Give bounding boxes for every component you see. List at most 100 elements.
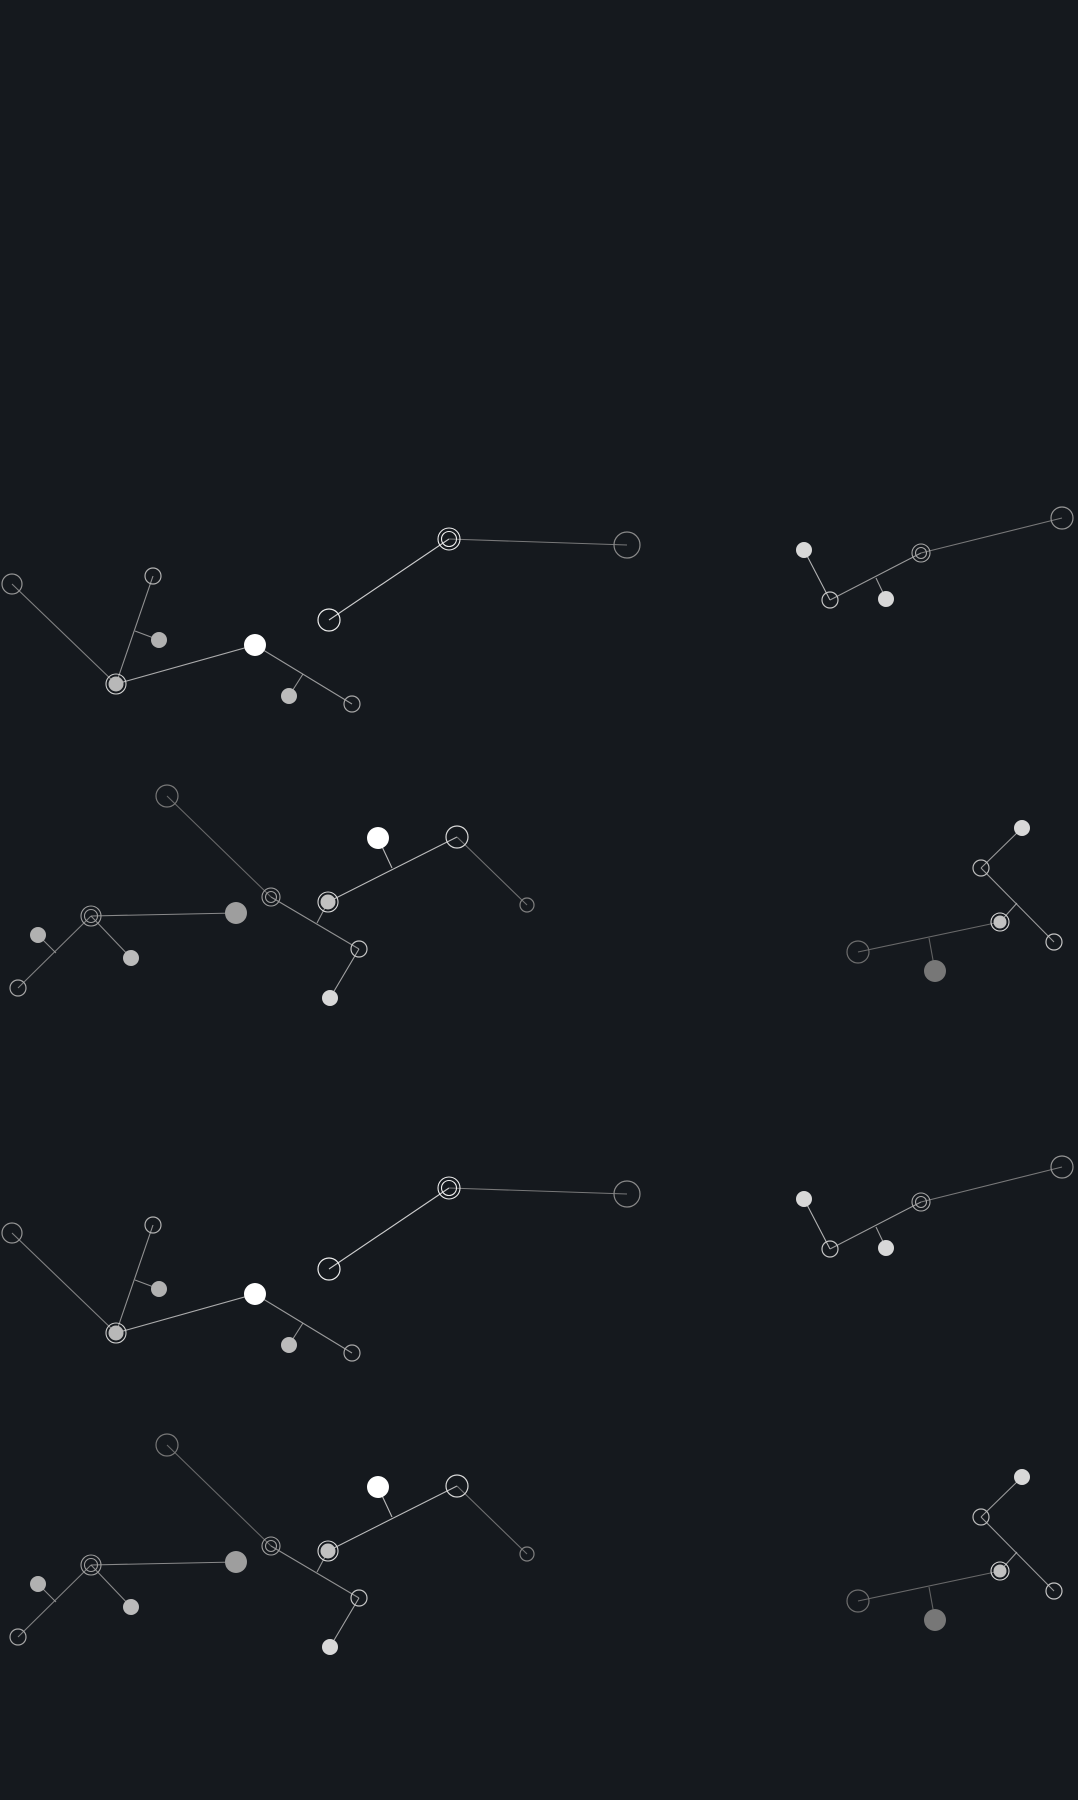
constellation-tile-1 — [1, 506, 1074, 713]
star-node-filled — [30, 1576, 46, 1592]
constellation-tiles — [1, 506, 1074, 1655]
constellation-link — [115, 644, 256, 685]
star-node-filled — [924, 1609, 946, 1631]
constellation-link — [327, 1485, 458, 1552]
constellation-link — [90, 1561, 237, 1566]
star-node-core — [108, 676, 124, 692]
star-node-filled — [796, 1191, 812, 1207]
star-node-ring — [990, 1561, 1010, 1581]
star-node-hollow — [613, 531, 641, 559]
constellation-link — [456, 836, 528, 906]
star-node-inner-ring — [914, 1195, 928, 1209]
star-node-ring — [105, 1322, 127, 1344]
constellation-link — [803, 549, 831, 601]
constellation-tile-2 — [9, 784, 1063, 1006]
star-node-outer-ring — [80, 905, 102, 927]
constellation-link — [254, 1293, 353, 1354]
constellation-link — [11, 583, 117, 685]
constellation-tile-4 — [9, 1433, 1063, 1655]
star-node-filled — [367, 1476, 389, 1498]
constellation-link — [980, 827, 1023, 869]
star-node-outer-ring — [80, 1554, 102, 1576]
star-node-hollow — [846, 1589, 870, 1613]
star-node-core — [320, 894, 336, 910]
star-node-hollow — [155, 784, 179, 808]
star-node-hollow — [9, 1628, 27, 1646]
constellation-link — [327, 836, 458, 903]
star-node-outer-ring — [261, 887, 281, 907]
star-node-inner-ring — [440, 530, 458, 548]
star-node-hollow — [1045, 933, 1063, 951]
constellation-link — [829, 552, 922, 601]
star-node-inner-ring — [83, 908, 99, 924]
star-node-hollow — [613, 1180, 641, 1208]
constellation-link — [803, 1198, 831, 1250]
star-node-outer-ring — [911, 1192, 931, 1212]
star-node-filled — [244, 1283, 266, 1305]
star-node-filled — [225, 902, 247, 924]
star-node-hollow — [519, 1546, 535, 1562]
constellation-tile-3 — [1, 1155, 1074, 1362]
constellation-link — [980, 867, 1055, 943]
star-node-ring — [317, 891, 339, 913]
star-node-core — [108, 1325, 124, 1341]
star-node-filled — [924, 960, 946, 982]
star-node-hollow — [155, 1433, 179, 1457]
star-node-hollow — [1050, 506, 1074, 530]
star-node-hollow — [1, 1222, 23, 1244]
star-node-filled — [123, 950, 139, 966]
constellation-link — [270, 896, 360, 950]
star-node-hollow — [317, 608, 341, 632]
constellation-link — [857, 921, 1001, 953]
star-node-filled — [796, 542, 812, 558]
constellation-link — [115, 1224, 154, 1334]
star-node-inner-ring — [914, 546, 928, 560]
star-node-hollow — [821, 1240, 839, 1258]
star-node-hollow — [144, 1216, 162, 1234]
star-node-filled — [123, 1599, 139, 1615]
constellation-link — [254, 644, 353, 705]
star-node-hollow — [1, 573, 23, 595]
star-node-outer-ring — [261, 1536, 281, 1556]
star-node-hollow — [972, 859, 990, 877]
star-node-hollow — [846, 940, 870, 964]
star-node-hollow — [1050, 1155, 1074, 1179]
star-node-core — [320, 1543, 336, 1559]
constellation-link — [11, 1232, 117, 1334]
star-node-hollow — [445, 825, 469, 849]
star-node-core — [993, 1564, 1007, 1578]
star-node-inner-ring — [83, 1557, 99, 1573]
constellation-link — [166, 795, 272, 898]
constellation-link — [920, 517, 1063, 554]
constellation-link — [448, 538, 628, 546]
star-node-hollow — [519, 897, 535, 913]
star-node-filled — [322, 1639, 338, 1655]
constellation-link — [115, 575, 154, 685]
constellation-link — [920, 1166, 1063, 1203]
star-node-outer-ring — [437, 527, 461, 551]
star-node-ring — [317, 1540, 339, 1562]
star-node-hollow — [350, 940, 368, 958]
constellation-link — [456, 1485, 528, 1555]
constellation-link — [328, 538, 450, 621]
star-node-filled — [151, 632, 167, 648]
star-node-hollow — [343, 695, 361, 713]
star-node-filled — [367, 827, 389, 849]
constellation-link — [115, 1293, 256, 1334]
constellation-link — [857, 1570, 1001, 1602]
star-node-outer-ring — [911, 543, 931, 563]
star-node-filled — [878, 591, 894, 607]
star-node-hollow — [343, 1344, 361, 1362]
star-node-hollow — [821, 591, 839, 609]
star-node-core — [993, 915, 1007, 929]
star-node-filled — [30, 927, 46, 943]
star-node-hollow — [317, 1257, 341, 1281]
star-node-ring — [990, 912, 1010, 932]
star-node-hollow — [1045, 1582, 1063, 1600]
star-node-filled — [225, 1551, 247, 1573]
star-node-inner-ring — [264, 890, 278, 904]
star-node-hollow — [445, 1474, 469, 1498]
constellation-link — [90, 912, 237, 917]
